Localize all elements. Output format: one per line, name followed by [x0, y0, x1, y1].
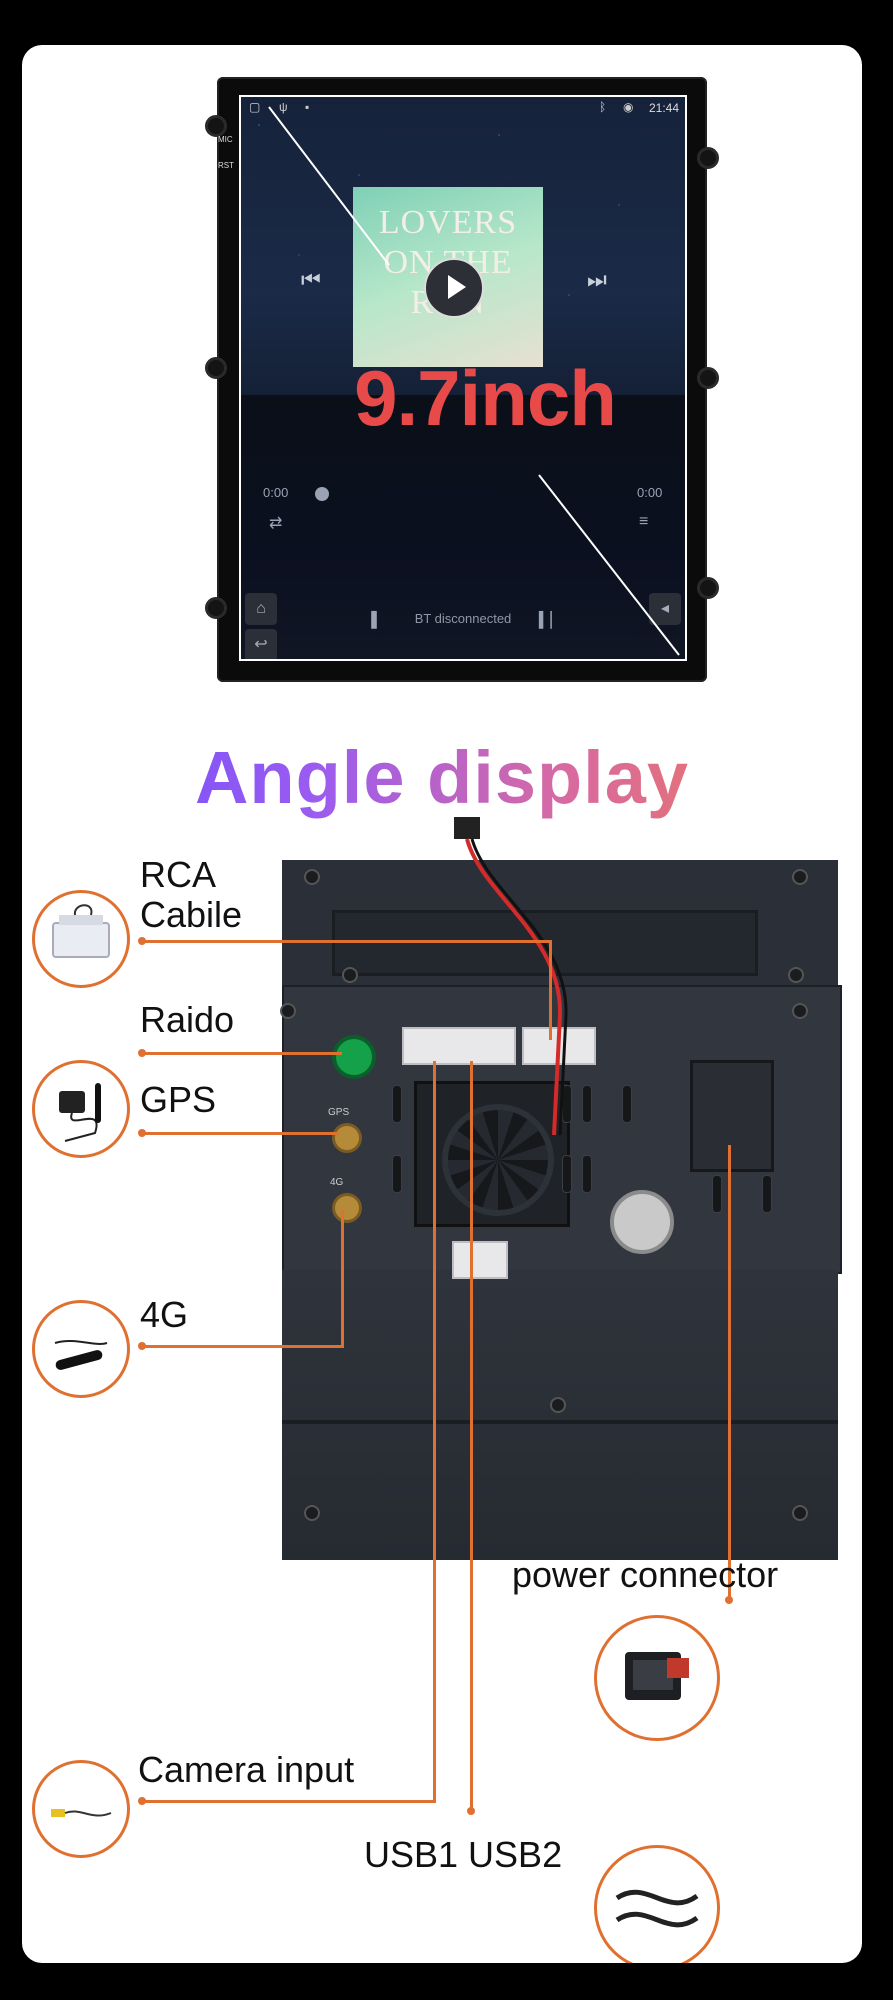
mount-tab — [205, 597, 227, 619]
screw — [342, 967, 358, 983]
power-socket — [690, 1060, 774, 1172]
signal-bars-icon: ▍▏ — [539, 612, 563, 629]
callout-dot — [138, 1049, 146, 1057]
bluetooth-status: BT disconnected — [414, 611, 512, 626]
rca-callout-line — [142, 940, 552, 943]
gps-antenna-thumbnail — [32, 1060, 130, 1158]
fourg-port — [332, 1193, 362, 1223]
vent-slot — [622, 1085, 632, 1123]
elapsed-time: 0:00 — [263, 485, 289, 500]
angle-display-heading: Angle display — [22, 735, 862, 820]
power-callout-line — [728, 1145, 731, 1600]
bottom-connector — [452, 1241, 508, 1279]
camera-input-label: Camera input — [138, 1749, 355, 1790]
album-title-line: LOVERS — [378, 204, 518, 241]
callout-dot — [467, 1807, 475, 1815]
power-connector-thumbnail — [594, 1615, 720, 1741]
screen-size-label: 9.7inch — [354, 354, 617, 442]
rca-callout-line — [549, 940, 552, 1040]
screw — [788, 967, 804, 983]
vent-slot — [392, 1085, 402, 1123]
status-time: 21:44 — [648, 101, 679, 115]
vent-slot — [562, 1155, 572, 1193]
mount-tab — [205, 115, 227, 137]
camera-callout-line — [433, 1061, 436, 1803]
sticker-label — [610, 1190, 674, 1254]
housing-seam — [282, 1420, 838, 1424]
home-square-icon: ▢ — [249, 100, 261, 114]
callout-dot — [138, 1797, 146, 1805]
bracket-window — [332, 910, 758, 976]
fourg-port-label: 4G — [330, 1177, 344, 1188]
gps-port-label: GPS — [328, 1107, 350, 1118]
fourg-label: 4G — [140, 1294, 189, 1335]
radio-callout-line — [142, 1052, 342, 1055]
usb-icon: ψ — [279, 100, 288, 114]
fourg-antenna-thumbnail — [32, 1300, 130, 1398]
screw — [792, 1505, 808, 1521]
rca-usb-connector-block — [402, 1027, 516, 1065]
callout-dot — [138, 1342, 146, 1350]
usb-cable-thumbnail — [594, 1845, 720, 1963]
repeat-icon[interactable]: ⇄ — [269, 515, 283, 532]
next-track-icon[interactable]: ⏭ — [587, 267, 607, 292]
power-connector-label: power connector — [512, 1554, 779, 1595]
bluetooth-icon: ᛒ — [599, 100, 607, 114]
vent-slot — [762, 1175, 772, 1213]
cooling-fan — [414, 1081, 570, 1227]
usb-label: USB1 USB2 — [364, 1834, 563, 1875]
vent-slot — [582, 1085, 592, 1123]
total-time: 0:00 — [637, 485, 663, 500]
screw — [792, 869, 808, 885]
fourg-callout-line — [341, 1210, 344, 1348]
vent-slot — [712, 1175, 722, 1213]
status-bar: ▢ ψ ▪ ᛒ ◉ 21:44 — [239, 95, 687, 121]
display-unit: MIC RST ▢ ψ ▪ ᛒ ◉ 21:44 LOVERS ON THE RU… — [205, 77, 719, 682]
vent-slot — [392, 1155, 402, 1193]
radio-antenna-port — [332, 1035, 376, 1079]
camera-callout-line — [142, 1800, 436, 1803]
mount-tab — [697, 577, 719, 599]
location-icon: ◉ — [623, 100, 634, 114]
callout-dot — [138, 1129, 146, 1137]
fourg-callout-line — [142, 1345, 344, 1348]
image-icon: ▪ — [305, 100, 310, 114]
mount-tab — [205, 357, 227, 379]
mount-tab — [697, 147, 719, 169]
screen: ▢ ψ ▪ ᛒ ◉ 21:44 LOVERS ON THE RUN ⏮ ⏭ 9.… — [239, 95, 687, 661]
rca-label-line2: Cabile — [140, 894, 243, 935]
radio-label: Raido — [140, 999, 235, 1040]
gps-label: GPS — [140, 1079, 217, 1120]
mic-label: MIC — [218, 135, 233, 144]
callout-dot — [725, 1596, 733, 1604]
mount-tab — [697, 367, 719, 389]
rca-label-line1: RCA — [140, 854, 217, 895]
previous-track-icon[interactable]: ⏮ — [301, 267, 321, 292]
vent-slot — [582, 1155, 592, 1193]
camera-cable-thumbnail — [32, 1760, 130, 1858]
power-wire — [454, 817, 568, 1136]
gps-port — [332, 1123, 362, 1153]
screw — [280, 1003, 296, 1019]
seek-knob[interactable] — [315, 487, 329, 501]
callout-dot — [138, 937, 146, 945]
lower-housing — [282, 1270, 838, 1560]
rst-label: RST — [218, 161, 234, 170]
screw — [550, 1397, 566, 1413]
playlist-icon[interactable]: ≡ — [639, 513, 649, 530]
rca-cable-thumbnail — [32, 890, 130, 988]
screw — [792, 1003, 808, 1019]
back-icon[interactable]: ↩ — [245, 629, 277, 661]
gps-callout-line — [142, 1132, 338, 1135]
usb-callout-line — [470, 1061, 473, 1811]
screw — [304, 1505, 320, 1521]
screw — [304, 869, 320, 885]
product-card: MIC RST ▢ ψ ▪ ᛒ ◉ 21:44 LOVERS ON THE RU… — [22, 45, 862, 1963]
play-button[interactable] — [424, 258, 484, 318]
